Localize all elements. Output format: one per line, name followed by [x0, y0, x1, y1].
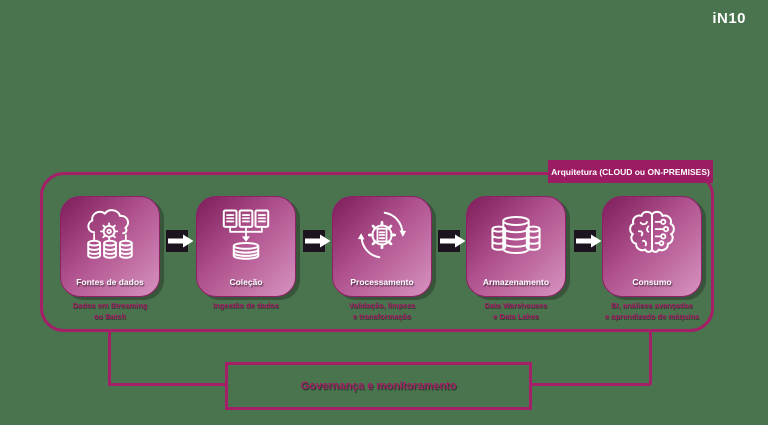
architecture-badge-label: Arquitetura (CLOUD ou ON-PREMISES) — [551, 166, 710, 177]
flow-arrow-icon — [166, 230, 194, 252]
in10-logo: iN10 — [712, 10, 746, 27]
stage-subtitle: Validação, limpeza e transformação — [348, 301, 416, 321]
database-cluster-icon — [491, 215, 541, 255]
architecture-badge: Arquitetura (CLOUD ou ON-PREMISES) — [548, 160, 713, 183]
flow-arrow-icon — [574, 230, 602, 252]
stage-title: Processamento — [350, 277, 414, 287]
stage-subtitle: Ingestão de dados — [213, 301, 279, 310]
stage-title: Armazenamento — [482, 277, 550, 287]
architecture-frame — [40, 172, 714, 332]
stage-colecao: Coleção — [196, 196, 296, 297]
governance-connector-line — [108, 330, 111, 385]
cloud-gear-databases-icon — [87, 209, 133, 259]
stage-subtitle: BI, análises avançadas e aprendizado de … — [604, 301, 700, 321]
governance-label: Governança e monitoramento — [300, 380, 457, 392]
stage-processamento: Processamento — [332, 196, 432, 297]
documents-to-database-icon — [222, 209, 270, 260]
gear-document-cycle-icon — [357, 211, 407, 259]
governance-connector-line — [530, 383, 650, 386]
governance-connector-line — [649, 330, 652, 385]
stage-title: Consumo — [632, 277, 672, 287]
stage-subtitle: Dados em Streaming ou Batch — [72, 301, 148, 321]
stage-title: Fontes de dados — [76, 277, 144, 287]
stage-subtitle: Data Warehouses e Data Lakes — [484, 301, 548, 321]
stage-fontes-de-dados: Fontes de dados — [60, 196, 160, 297]
governance-connector-line — [108, 383, 227, 386]
stage-armazenamento: Armazenamento — [466, 196, 566, 297]
flow-arrow-icon — [303, 230, 331, 252]
flow-arrow-icon — [438, 230, 466, 252]
stage-title: Coleção — [229, 277, 263, 287]
governance-box: Governança e monitoramento — [225, 362, 532, 410]
ai-brain-icon — [629, 210, 675, 253]
stage-consumo: Consumo — [602, 196, 702, 297]
